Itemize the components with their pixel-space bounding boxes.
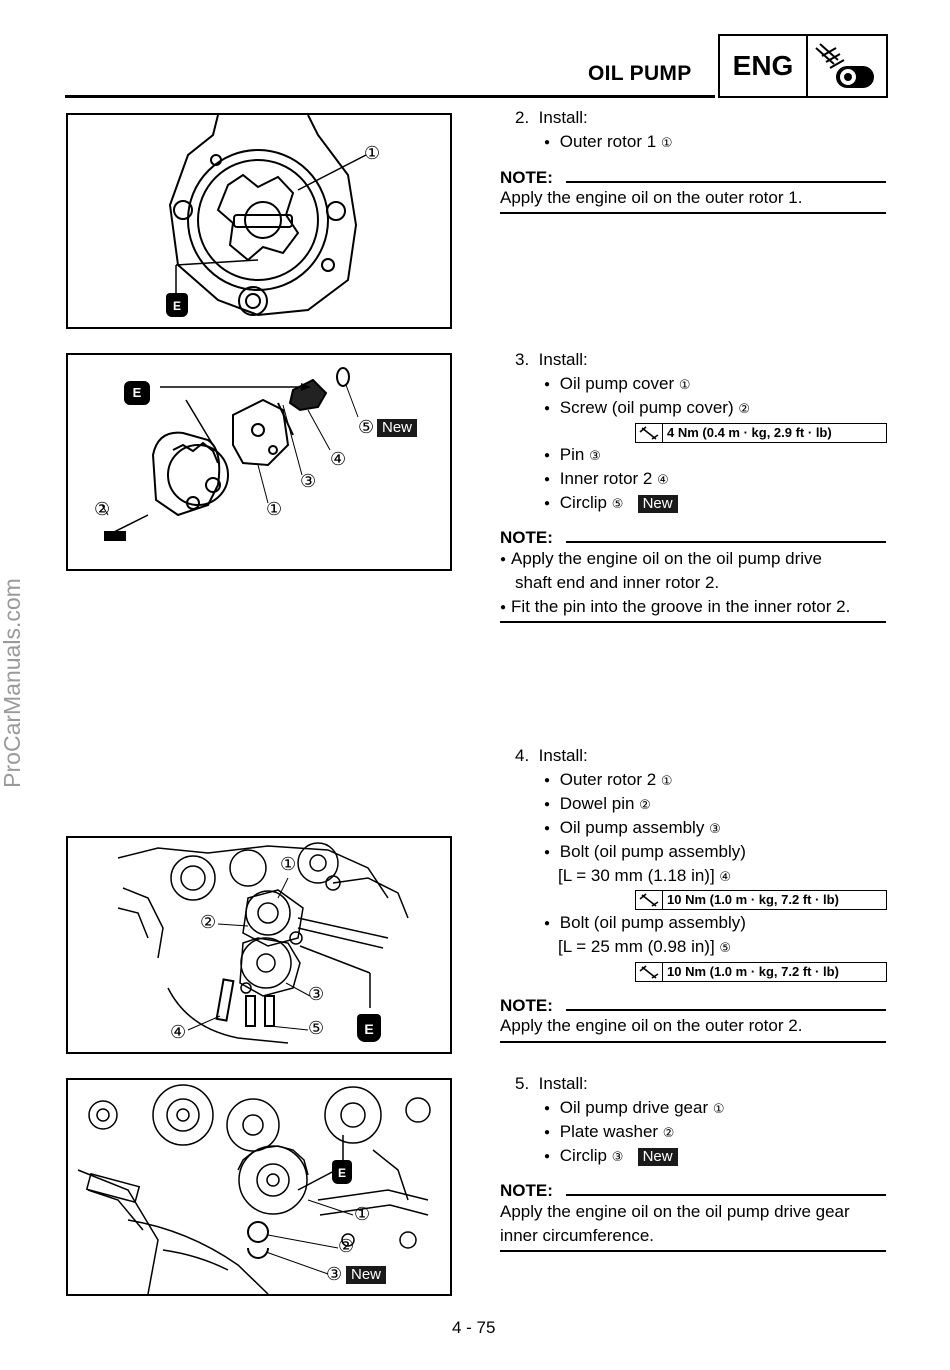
- new-badge: New: [637, 1148, 678, 1166]
- figure-outer-rotor: ① E: [66, 113, 452, 329]
- step-5-item-3: Circlip ③ New: [544, 1144, 678, 1171]
- callout-1: ①: [266, 499, 283, 519]
- step-4-action: Install:: [538, 746, 588, 765]
- callout-5: ⑤: [308, 1018, 325, 1038]
- step-4-item-5: Bolt (oil pump assembly): [544, 911, 746, 938]
- torque-wrench-icon: [636, 891, 663, 909]
- step-3-note-line-1: Apply the engine oil on the oil pump dri…: [500, 547, 886, 574]
- step-3-item-3: Pin ③: [544, 443, 601, 470]
- step-3-heading: 3. Install:: [515, 348, 588, 372]
- page-number: 4 - 75: [452, 1318, 496, 1337]
- figure-2-drawing: [101, 367, 359, 541]
- step-2-number: 2.: [515, 108, 530, 127]
- torque-spec: 10 Nm (1.0 m · kg, 7.2 ft · lb): [635, 962, 887, 982]
- step-4-item-2: Dowel pin ②: [544, 792, 651, 819]
- step-5-action: Install:: [538, 1074, 588, 1093]
- step-2-item-1: Outer rotor 1 ①: [544, 130, 673, 157]
- step-2-action: Install:: [538, 108, 588, 127]
- callout-3: ③: [300, 471, 317, 491]
- step-5-item-1: Oil pump drive gear ①: [544, 1096, 725, 1123]
- header-rule: [65, 95, 715, 98]
- oil-mark-label: E: [132, 385, 142, 400]
- callout-2: ②: [94, 499, 111, 519]
- figure-oil-pump-drive-gear: E ① ② ③ New: [66, 1078, 452, 1296]
- step-4-item-5-length: [L = 25 mm (0.98 in)] ⑤: [558, 937, 732, 956]
- new-badge: New: [637, 495, 678, 513]
- page-title: OIL PUMP: [588, 62, 692, 85]
- oil-can-icon: E: [166, 293, 188, 317]
- callout-1: ①: [354, 1204, 371, 1224]
- callout-3: ③: [308, 984, 325, 1004]
- callout-3: ③: [326, 1264, 343, 1284]
- step-4-item-1: Outer rotor 2 ①: [544, 768, 673, 795]
- new-badge: New: [346, 1266, 387, 1284]
- step-4-note-text: Apply the engine oil on the outer rotor …: [500, 1016, 803, 1035]
- figure-oil-pump-cover: E ⑤ New ④ ③ ① ②: [66, 353, 452, 571]
- step-5-note-line-2: inner circumference.: [500, 1226, 655, 1245]
- torque-value: 4 Nm (0.4 m · kg, 2.9 ft · lb): [667, 425, 832, 440]
- wrench-gear-icon: [815, 43, 874, 88]
- step-2-note-text: Apply the engine oil on the outer rotor …: [500, 188, 803, 207]
- oil-can-icon: E: [332, 1160, 352, 1184]
- figure-oil-pump-assembly: ① ② ③ ④ ⑤ E: [66, 836, 452, 1054]
- oil-mark-label: E: [364, 1021, 374, 1037]
- torque-value: 10 Nm (1.0 m · kg, 7.2 ft · lb): [667, 964, 839, 979]
- note-rule: [566, 1009, 886, 1011]
- step-4-item-4: Bolt (oil pump assembly): [544, 840, 746, 867]
- step-3-item-2: Screw (oil pump cover) ②: [544, 396, 750, 423]
- callout-1: ①: [364, 143, 381, 163]
- section-label: ENG: [720, 36, 808, 96]
- torque-wrench-icon: [636, 963, 663, 981]
- figure-3-drawing: [117, 842, 409, 1044]
- step-4-item-4-length: [L = 30 mm (1.18 in)] ④: [558, 866, 732, 885]
- note-rule: [566, 541, 886, 543]
- note-rule: [566, 181, 886, 183]
- step-2-note-label: NOTE:: [500, 168, 553, 187]
- figure-1-drawing: [168, 114, 367, 317]
- note-rule: [500, 212, 886, 214]
- step-3-note-line-3: Fit the pin into the groove in the inner…: [500, 595, 850, 622]
- note-rule: [500, 1250, 886, 1252]
- callout-4: ④: [330, 449, 347, 469]
- callout-2: ②: [338, 1236, 355, 1256]
- callout-4: ④: [170, 1022, 187, 1042]
- callout-5: ⑤: [358, 417, 375, 437]
- new-badge: New: [377, 419, 418, 437]
- step-5-item-2: Plate washer ②: [544, 1120, 675, 1147]
- step-3-item-4: Inner rotor 2 ④: [544, 467, 669, 494]
- step-5-note-line-1: Apply the engine oil on the oil pump dri…: [500, 1202, 850, 1221]
- step-4-heading: 4. Install:: [515, 744, 588, 768]
- step-4-number: 4.: [515, 746, 530, 765]
- oil-can-icon: E: [124, 381, 150, 405]
- step-3-item-5: Circlip ⑤ New: [544, 491, 678, 518]
- step-5-number: 5.: [515, 1074, 530, 1093]
- step-3-action: Install:: [538, 350, 588, 369]
- torque-value: 10 Nm (1.0 m · kg, 7.2 ft · lb): [667, 892, 839, 907]
- step-4-note-label: NOTE:: [500, 996, 553, 1015]
- callout-1: ①: [280, 854, 297, 874]
- oil-mark-label: E: [172, 299, 181, 313]
- oil-mark-label: E: [337, 1166, 346, 1180]
- callout-2: ②: [200, 912, 217, 932]
- torque-wrench-icon: [636, 424, 663, 442]
- note-rule: [500, 1041, 886, 1043]
- step-4-item-3: Oil pump assembly ③: [544, 816, 721, 843]
- note-rule: [566, 1194, 886, 1196]
- torque-spec: 4 Nm (0.4 m · kg, 2.9 ft · lb): [635, 423, 887, 443]
- oil-can-icon: E: [357, 1014, 381, 1042]
- step-3-item-1: Oil pump cover ①: [544, 372, 691, 399]
- step-3-number: 3.: [515, 350, 530, 369]
- step-5-heading: 5. Install:: [515, 1072, 588, 1096]
- step-2-heading: 2. Install:: [515, 106, 588, 130]
- figure-4-drawing: [77, 1084, 431, 1295]
- torque-spec: 10 Nm (1.0 m · kg, 7.2 ft · lb): [635, 890, 887, 910]
- step-3-note-line-2: shaft end and inner rotor 2.: [515, 573, 720, 592]
- step-3-note-label: NOTE:: [500, 528, 553, 547]
- section-badge: ENG: [718, 34, 888, 98]
- note-rule: [500, 621, 886, 623]
- watermark: ProCarManuals.com: [0, 578, 25, 788]
- step-5-note-label: NOTE:: [500, 1181, 553, 1200]
